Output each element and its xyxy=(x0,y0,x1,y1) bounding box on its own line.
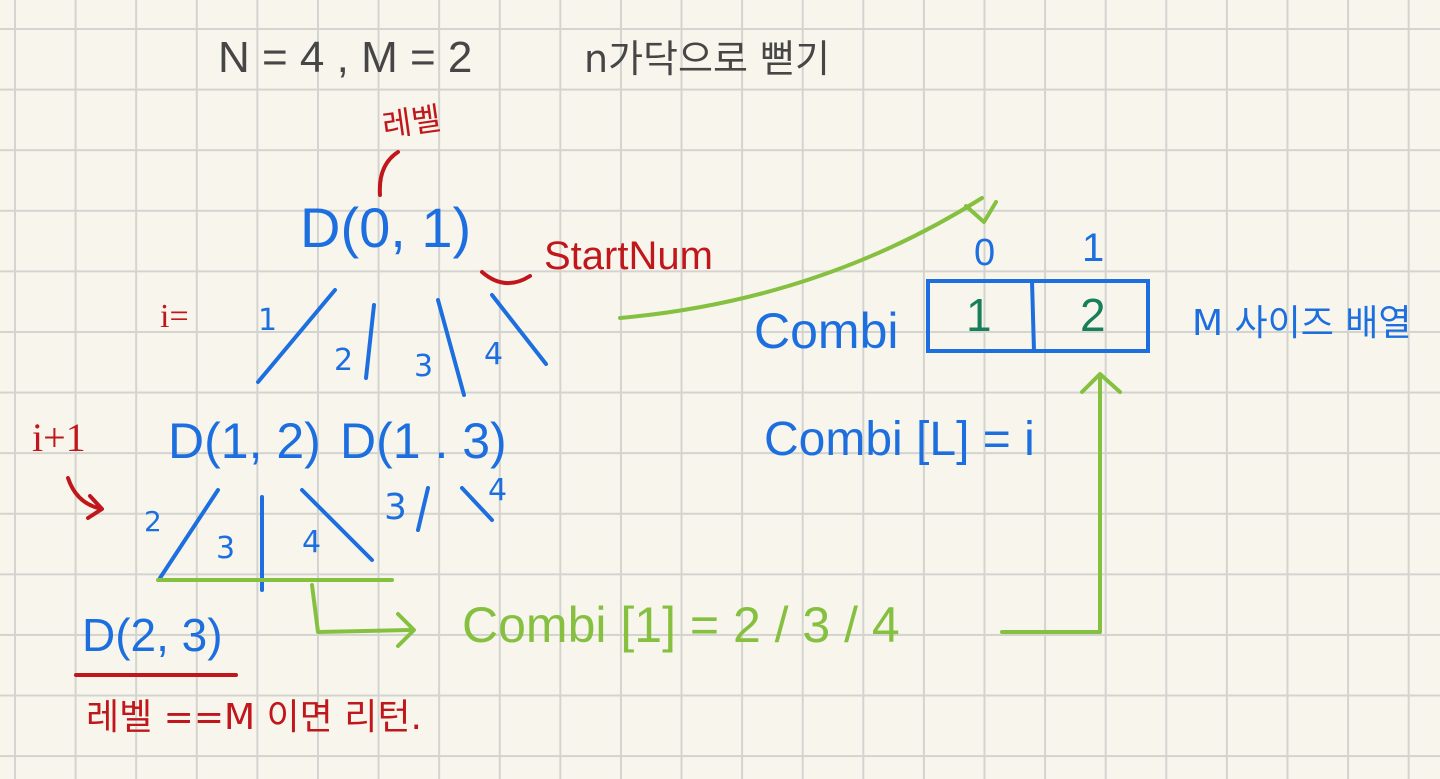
note-text: n가닥으로 뻗기 xyxy=(584,37,830,81)
startnum-label: StartNum xyxy=(544,234,713,278)
i1-arrow-head xyxy=(86,494,104,520)
branch-line-1 xyxy=(256,288,337,384)
sub-branch-4b: 4 xyxy=(488,473,508,508)
size-note: M 사이즈 배열 xyxy=(1192,303,1412,344)
root-branch-3: 3 xyxy=(414,349,434,384)
sub-branch-2: 2 xyxy=(144,505,162,538)
sub-branch-4: 4 xyxy=(302,525,322,560)
node-1-3: D(1 . 3) xyxy=(340,413,507,469)
i1-label: i+1 xyxy=(32,415,86,460)
i-label: i= xyxy=(160,298,189,335)
green-return-line xyxy=(1000,374,1102,634)
combi-value-1: 2 xyxy=(1080,289,1106,341)
root-branch-1: 1 xyxy=(258,303,278,338)
green-return-head xyxy=(1080,372,1122,394)
level-pointer xyxy=(377,150,400,197)
branch-line-2 xyxy=(364,303,376,380)
sub-branch-3b: 3 xyxy=(384,487,407,528)
root-node: D(0, 1) xyxy=(300,196,472,259)
params-text: N = 4 , M = 2 xyxy=(218,33,473,82)
node-1-2: D(1, 2) xyxy=(168,413,321,469)
combi-value-0: 1 xyxy=(966,289,992,341)
i1-arrow xyxy=(66,476,100,510)
green-connector xyxy=(310,583,412,634)
sub-branch-line-4b xyxy=(460,486,494,522)
root-branch-2: 2 xyxy=(334,343,354,378)
combi-label: Combi xyxy=(754,303,899,359)
level-label: 레벨 xyxy=(379,99,444,145)
branch-line-4 xyxy=(490,293,548,366)
sub-branch-3: 3 xyxy=(216,531,236,566)
combi-array-divider xyxy=(1030,280,1036,352)
sub-branch-line-4 xyxy=(300,488,374,562)
assign-rule: Combi [L] = i xyxy=(764,413,1035,466)
startnum-pointer xyxy=(480,270,532,285)
sub-branch-line-3b xyxy=(416,486,430,532)
combi-array-box xyxy=(926,279,1150,353)
combi-index-0: 0 xyxy=(974,232,996,274)
sub-branch-line-2 xyxy=(158,488,220,580)
branch-line-3 xyxy=(436,298,466,397)
return-rule: 레벨 ==M 이면 리턴. xyxy=(86,697,422,738)
root-branch-4: 4 xyxy=(484,337,504,372)
assign-values: Combi [1] = 2 / 3 / 4 xyxy=(462,597,900,653)
green-startnum-head xyxy=(964,200,998,224)
green-connector-head xyxy=(396,612,416,648)
leaf-node: D(2, 3) xyxy=(82,609,223,661)
green-startnum-curve xyxy=(618,196,984,320)
combi-index-1: 1 xyxy=(1082,226,1105,270)
